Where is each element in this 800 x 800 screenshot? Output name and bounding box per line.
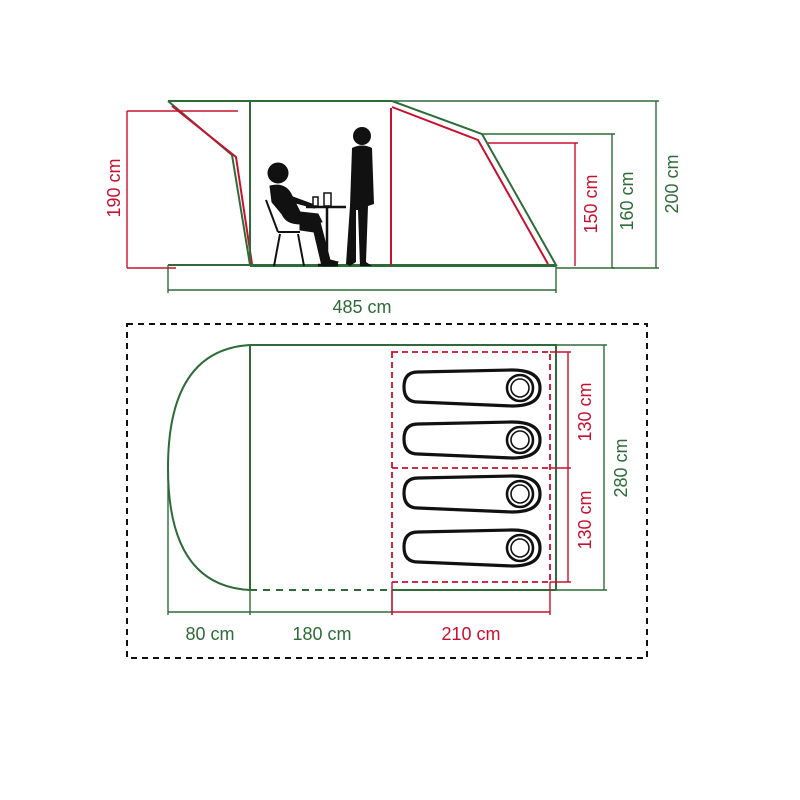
- height-190-label: 190 cm: [104, 158, 124, 217]
- living-depth-label: 180 cm: [292, 624, 351, 644]
- dim-280: 280 cm: [556, 344, 631, 591]
- porch-depth-label: 80 cm: [185, 624, 234, 644]
- height-160-label: 160 cm: [617, 171, 637, 230]
- dim-160: 160 cm: [482, 133, 637, 269]
- sleeping-bag-icon: [402, 474, 542, 514]
- sleeping-bag-icon: [402, 368, 542, 408]
- dim-190: 190 cm: [104, 110, 238, 269]
- dim-180: 180 cm: [250, 590, 393, 644]
- dim-485: 485 cm: [167, 265, 557, 317]
- side-view-inner-outline: [171, 105, 253, 265]
- dim-130-bottom: 130 cm: [550, 468, 595, 583]
- porch-outline: [166, 344, 251, 591]
- dim-80: 80 cm: [167, 468, 251, 644]
- side-view: 190 cm 150 cm 160 cm 200 cm 485 cm: [104, 100, 682, 317]
- dim-200: 200 cm: [392, 100, 682, 269]
- dim-210: 210 cm: [391, 582, 551, 644]
- side-view-outline: [168, 100, 558, 266]
- dim-130-top: 130 cm: [550, 351, 595, 469]
- table-icon: [306, 192, 346, 267]
- length-485-label: 485 cm: [332, 297, 391, 317]
- dim-150: 150 cm: [488, 142, 601, 266]
- standing-person-icon: [346, 127, 374, 266]
- height-200-label: 200 cm: [662, 154, 682, 213]
- bedroom-area: [391, 351, 551, 583]
- floor-plan: 130 cm 130 cm 280 cm 80 cm 180 cm: [126, 323, 648, 659]
- bedroom-width-bottom-label: 130 cm: [575, 490, 595, 549]
- bedroom-width-top-label: 130 cm: [575, 382, 595, 441]
- height-150-label: 150 cm: [581, 174, 601, 233]
- footprint-dashed-border: [126, 323, 648, 659]
- chair-icon: [265, 199, 305, 267]
- bedroom-depth-label: 210 cm: [441, 624, 500, 644]
- total-width-label: 280 cm: [611, 438, 631, 497]
- sleeping-bag-icon: [402, 420, 542, 460]
- side-view-inner-roof: [391, 106, 549, 265]
- sleeping-bag-icon: [402, 528, 542, 568]
- seated-person-icon: [267, 162, 339, 267]
- side-view-porch-slope: [167, 100, 251, 266]
